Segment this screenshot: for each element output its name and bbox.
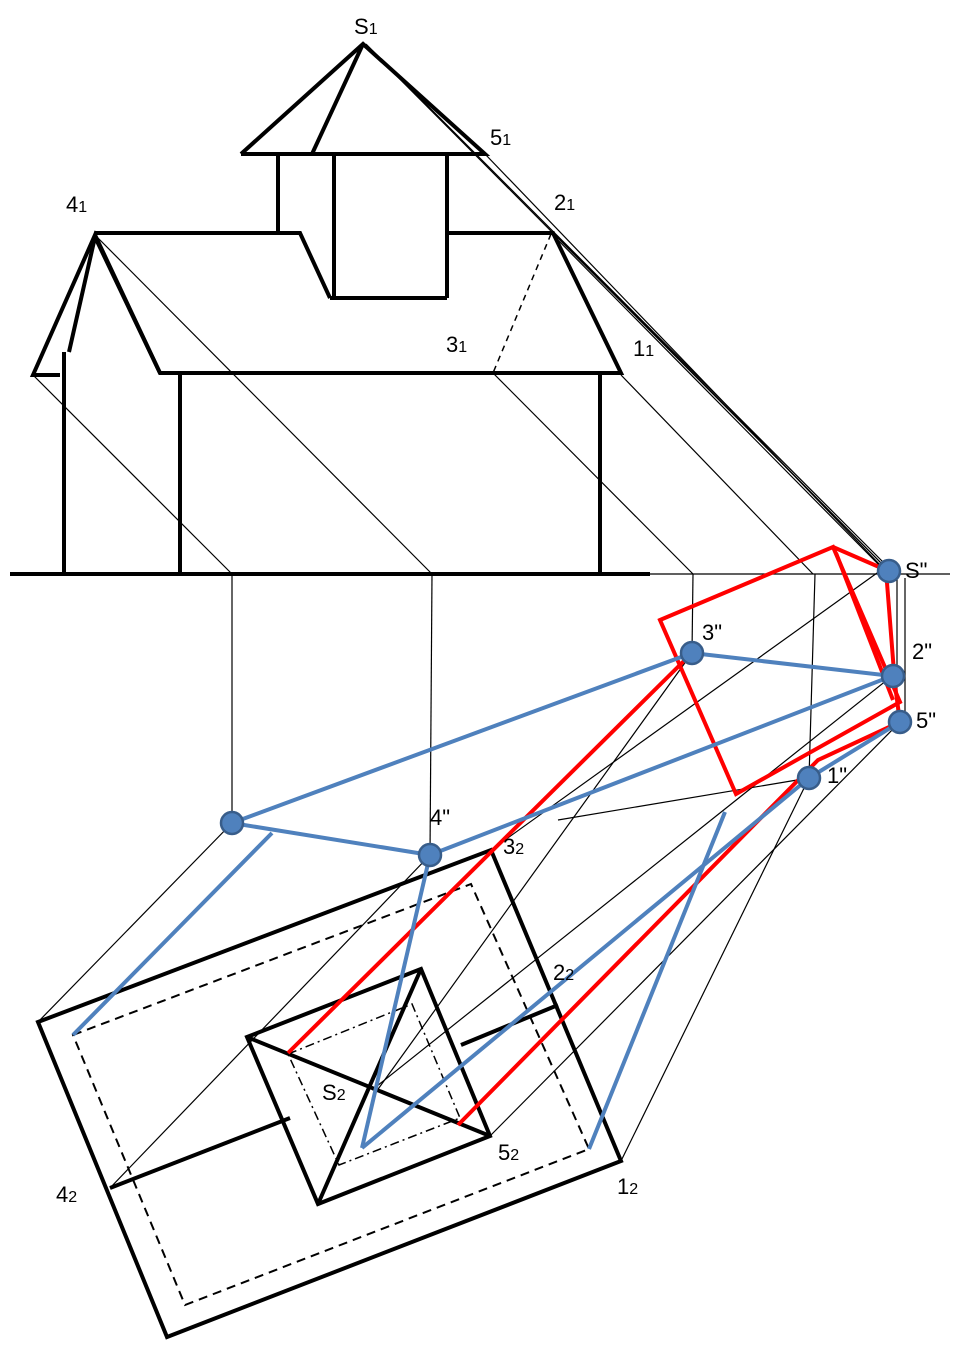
- ray-51: [484, 153, 884, 569]
- diag-corner-left: [37, 822, 233, 1023]
- construction-points: [219, 558, 913, 868]
- vert-to-1: [808, 573, 816, 779]
- ray-21: [549, 231, 881, 567]
- label-4-dd: 4": [430, 805, 450, 830]
- point-4-dd: [417, 842, 443, 868]
- plan-cupola-diag-b: [316, 968, 423, 1205]
- plan-cupola-walls-hidden: [286, 1003, 461, 1166]
- main-roof-left: [95, 231, 332, 299]
- label-22: 22: [553, 960, 574, 985]
- diag-52: [489, 721, 901, 1137]
- plan-ridge-left: [109, 1116, 291, 1190]
- label-41: 41: [66, 192, 87, 217]
- label-2-dd: 2": [912, 639, 932, 664]
- diag-s2-b: [371, 675, 893, 1091]
- vert-to-4: [429, 573, 433, 856]
- gable-inner: [67, 230, 162, 374]
- shadow-ray-3: [286, 651, 694, 1055]
- label-11: 11: [633, 336, 654, 361]
- point-2-dd: [880, 663, 906, 689]
- diag-12: [620, 777, 810, 1162]
- house-elevation: [29, 41, 625, 574]
- label-21: 21: [554, 190, 575, 215]
- main-roof-right: [29, 230, 625, 377]
- point-left: [219, 810, 245, 836]
- ray-21-b: [552, 231, 885, 567]
- label-12: 12: [617, 1174, 638, 1199]
- cupola-roof: [239, 41, 491, 156]
- label-5-dd: 5": [916, 708, 936, 733]
- label-s-dd: S": [905, 558, 927, 583]
- label-32: 32: [503, 834, 524, 859]
- ray-eave-left: [32, 374, 233, 575]
- diag-s2: [375, 652, 693, 1093]
- label-s2: S2: [322, 1080, 346, 1105]
- shadow-ray-5: [456, 720, 901, 1127]
- cupola-shadow-square: [657, 544, 903, 797]
- ray-41: [94, 234, 433, 575]
- diag-22: [557, 777, 810, 821]
- point-1-dd: [796, 765, 822, 791]
- label-3-dd: 3": [702, 620, 722, 645]
- plan-walls-hidden: [71, 882, 591, 1307]
- point-5-dd: [887, 709, 913, 735]
- diag-22-b: [490, 567, 885, 851]
- secant-d: [360, 854, 432, 1149]
- hidden-roof-edge: [492, 233, 552, 374]
- secant-lines: [71, 651, 902, 1150]
- cupola-roof-ridge: [310, 43, 365, 155]
- ray-11: [620, 374, 814, 575]
- vert-to-3: [691, 573, 694, 654]
- shadow-contours: [286, 544, 903, 1127]
- plan-outer-roof: [35, 847, 624, 1340]
- diag-42: [109, 854, 431, 1189]
- label-52: 52: [498, 1140, 519, 1165]
- house-plan: [35, 847, 624, 1340]
- label-51: 51: [490, 125, 511, 150]
- projection-lines: [32, 41, 906, 1189]
- label-42: 42: [56, 1182, 77, 1207]
- ray-s1-b: [365, 43, 890, 569]
- secant-c: [71, 831, 274, 1037]
- label-1-dd: 1": [827, 763, 847, 788]
- point-s-dd: [876, 558, 902, 584]
- label-s1: S1: [354, 14, 378, 39]
- label-31: 31: [446, 332, 467, 357]
- secant-f: [587, 811, 727, 1150]
- cupola-shadow-apex: [832, 545, 902, 723]
- secant-a: [231, 651, 893, 825]
- ray-31: [492, 372, 694, 575]
- point-3-dd: [679, 640, 705, 666]
- secant-e: [360, 720, 902, 1150]
